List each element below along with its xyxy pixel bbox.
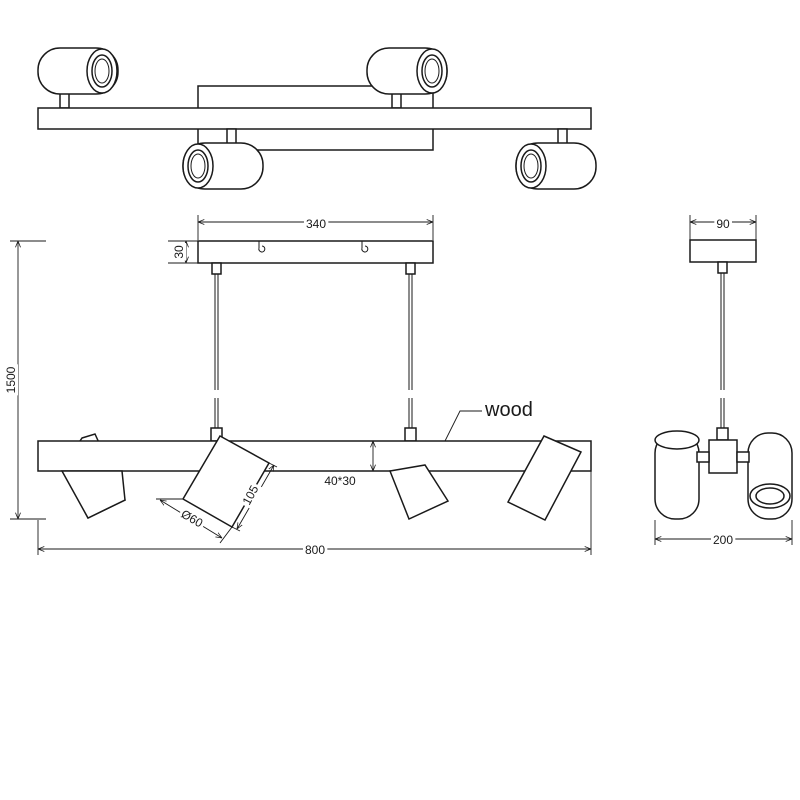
top-view (37, 47, 597, 190)
front-spot-3 (388, 464, 450, 521)
dimension-canopy-height: 30 (168, 240, 198, 264)
dimension-total-length: 800 (37, 471, 592, 557)
total-height-label: 1500 (4, 366, 18, 393)
side-depth-label: 200 (713, 533, 733, 547)
cable-clamp-right-top (405, 262, 416, 275)
bar-section-label: 40*30 (324, 474, 356, 488)
front-canopy (197, 240, 434, 264)
side-clamp-top (717, 261, 728, 274)
side-spot-right (747, 432, 793, 520)
total-length-label: 800 (305, 543, 325, 557)
side-clamp-bar (716, 427, 729, 441)
front-spot-4 (506, 435, 583, 521)
canopy-hook-2 (361, 241, 369, 253)
dimension-side-width: 90 (689, 215, 757, 240)
side-view (654, 239, 793, 520)
side-canopy (689, 239, 757, 263)
top-spot-3 (182, 142, 264, 190)
side-spot-left (654, 430, 700, 520)
cable-clamp-right-bar (404, 427, 417, 442)
material-label: wood (484, 399, 533, 421)
material-callout: wood (444, 399, 533, 442)
top-spot-4 (515, 142, 597, 190)
cable-clamp-left-top (211, 262, 222, 275)
canopy-hook-1 (258, 241, 266, 253)
canopy-length-label: 340 (306, 217, 326, 231)
side-arm-right (736, 451, 750, 463)
side-width-label: 90 (716, 217, 730, 231)
top-spot-1 (37, 47, 119, 95)
front-view (37, 240, 592, 529)
top-view-bar (37, 107, 592, 130)
side-arm-left (696, 451, 710, 463)
top-spot-2 (366, 47, 448, 95)
dimension-total-height: 1500 (4, 240, 46, 520)
side-bar-section (708, 439, 738, 474)
canopy-height-label: 30 (172, 245, 186, 259)
front-bar (37, 440, 592, 472)
dimension-bar-section: 40*30 (322, 441, 373, 488)
dimension-side-depth: 200 (654, 520, 793, 547)
dimension-canopy-length: 340 (197, 215, 434, 240)
